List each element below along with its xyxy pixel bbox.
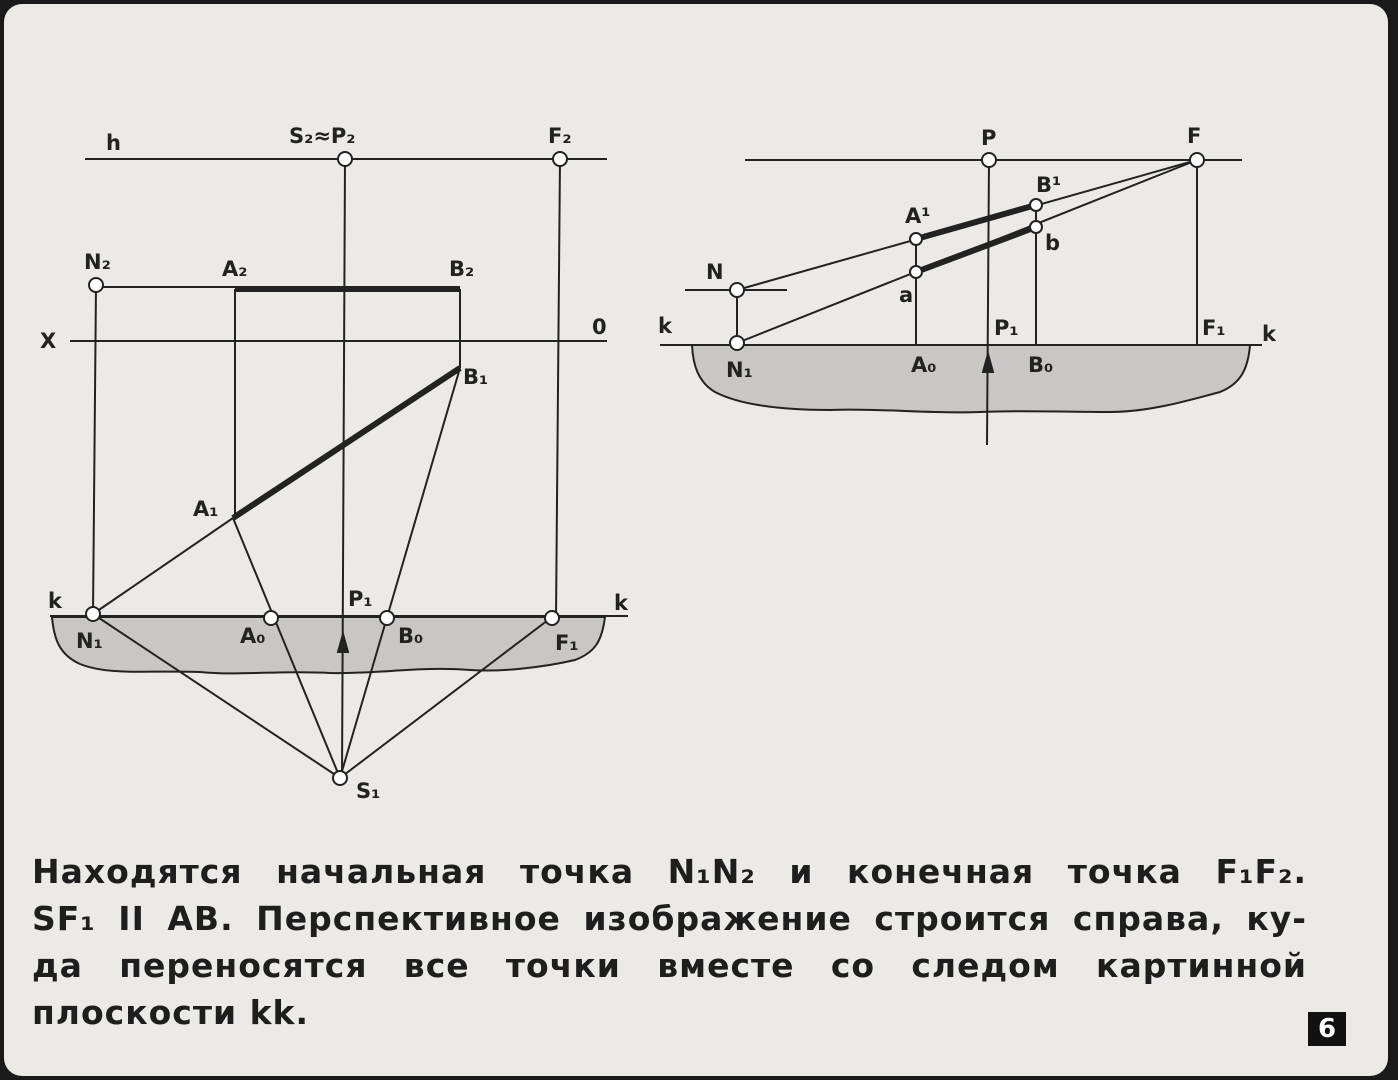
label-p: P	[981, 126, 996, 150]
label-a-prime: A¹	[905, 204, 930, 228]
segment-a1-b1	[231, 365, 462, 521]
point-a0	[263, 610, 279, 626]
label-f1: F₁	[1202, 316, 1226, 340]
segment-a-b-prime	[915, 202, 1037, 242]
point-p	[981, 152, 997, 168]
label-b: b	[1045, 231, 1060, 255]
label-k-right: k	[1262, 322, 1277, 346]
point-s1	[332, 770, 348, 786]
point-b-prime	[1029, 198, 1043, 212]
point-p2	[337, 151, 353, 167]
label-k-right: k	[614, 591, 629, 615]
label-n1: N₁	[76, 629, 103, 653]
page-number: 6	[1308, 1012, 1346, 1046]
point-f1	[544, 610, 560, 626]
vertical-n	[92, 284, 97, 615]
point-f	[1189, 152, 1205, 168]
vertical-p	[341, 158, 346, 779]
point-b0	[379, 610, 395, 626]
label-f2: F₂	[548, 124, 572, 148]
label-k-left: k	[48, 589, 63, 613]
label-b0: B₀	[1028, 353, 1053, 377]
label-k-left: k	[658, 314, 673, 338]
ground-plane-right	[690, 344, 1252, 414]
caption-line: да переносятся все точки вместе со следо…	[32, 946, 1307, 985]
label-b0: B₀	[398, 624, 423, 648]
label-n: N	[706, 260, 724, 284]
label-a2: A₂	[222, 257, 247, 281]
label-p1: P₁	[994, 316, 1019, 340]
label-n1: N₁	[726, 358, 753, 382]
ray-n1-a1	[92, 517, 234, 615]
label-b1: B₁	[463, 365, 488, 389]
label-a1: A₁	[193, 497, 218, 521]
label-b2: B₂	[449, 257, 474, 281]
point-a	[909, 265, 923, 279]
point-a-prime	[909, 232, 923, 246]
ray-a1-s1	[232, 517, 341, 779]
label-s1: S₁	[356, 779, 380, 803]
label-b-prime: B¹	[1036, 173, 1061, 197]
point-b	[1029, 220, 1043, 234]
caption-line: SF₁ II AB. Перспективное изображение стр…	[32, 899, 1307, 938]
point-f2	[552, 151, 568, 167]
point-n2	[88, 277, 104, 293]
label-n2: N₂	[84, 250, 111, 274]
label-h: h	[106, 131, 121, 155]
right-diagram: P F B¹ A¹ b a N k k P₁ F₁ N₁ A₀ B₀	[658, 124, 1277, 446]
segment-a-b	[914, 224, 1038, 275]
slide	[4, 4, 1388, 1076]
ray-b1-s1	[339, 367, 461, 779]
ray-f1-s1	[339, 616, 553, 779]
left-diagram: h S₂≈P₂ F₂ N₂ A₂ B₂ X 0 B₁ A₁ k k P₁ N₁ …	[40, 124, 629, 803]
arrow-icon	[981, 350, 995, 373]
point-n	[729, 282, 745, 298]
label-a0: A₀	[240, 624, 265, 648]
vertical-f	[555, 158, 561, 618]
point-n1	[85, 606, 101, 622]
caption-line: Находятся начальная точка N₁N₂ и конечна…	[32, 852, 1307, 891]
caption: Находятся начальная точка N₁N₂ и конечна…	[32, 848, 1307, 1036]
label-p1: P₁	[348, 587, 373, 611]
label-0: 0	[592, 315, 607, 339]
label-x: X	[40, 329, 56, 353]
vertical-p	[986, 159, 990, 446]
label-f1: F₁	[555, 631, 579, 655]
arrow-icon	[336, 630, 350, 653]
label-a: a	[899, 283, 913, 307]
ground-plane-left	[50, 616, 607, 675]
caption-line: плоскости kk.	[32, 993, 309, 1032]
label-f: F	[1187, 124, 1201, 148]
ray-n1-s1	[92, 613, 341, 779]
point-n1	[729, 335, 745, 351]
label-s2p2: S₂≈P₂	[289, 124, 356, 148]
label-a0: A₀	[911, 353, 936, 377]
